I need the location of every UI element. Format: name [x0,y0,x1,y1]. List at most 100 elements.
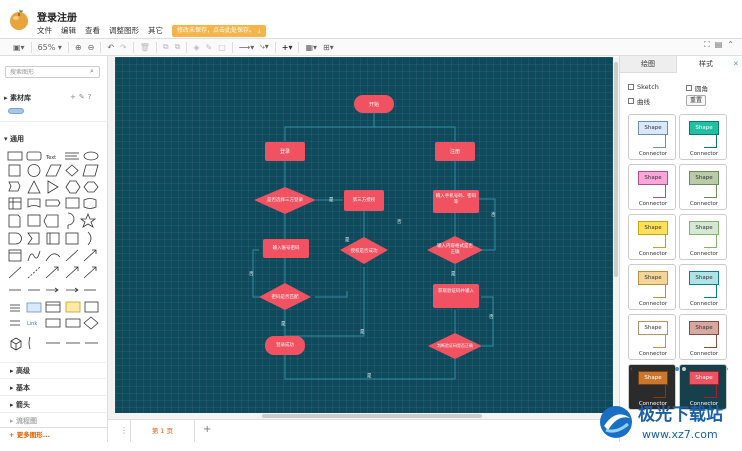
watermark-text: 极光下载站 [638,404,723,425]
page-dot[interactable] [682,367,686,371]
section-basic[interactable]: ▸ 基本 [10,384,30,392]
vertical-scroll-thumb[interactable] [614,62,618,277]
menu-extras[interactable]: 其它 [148,26,163,35]
to-front-icon[interactable]: ⧉ [162,42,169,51]
page-dot-active[interactable] [675,367,679,371]
node-get-code-label[interactable]: 获取验证码并输入 [438,289,474,294]
edge-label-no: 否 [489,315,494,320]
fill-color-icon[interactable]: ◈ [193,42,200,52]
toolbar-divider [132,41,134,53]
checkbox-box[interactable] [628,98,634,104]
reset-style-button[interactable]: 重置 [686,95,706,106]
delete-icon[interactable]: 🗑 [139,42,150,52]
node-auth-success-label[interactable]: 授权是否成功 [350,249,378,254]
section-advanced[interactable]: ▸ 高级 [10,367,30,375]
swatch-connector-label: Connector [638,301,668,307]
general-section-header[interactable]: ▾ 通用 [4,135,24,143]
page-menu-icon[interactable]: ⋮ [120,426,128,435]
menu-file[interactable]: 文件 [37,26,52,35]
shape-search-input[interactable]: 搜索图形 [5,66,100,78]
swatch-connector-label: Connector [689,201,719,207]
scratchpad-shape[interactable] [8,108,24,114]
collapse-icon[interactable]: ⌃ [727,40,734,49]
node-input-phone-label[interactable]: 输入手机号码、密码等 [435,194,477,205]
sketch-checkbox[interactable]: Sketch [628,83,659,91]
checkbox-box[interactable] [628,84,634,90]
document-title[interactable]: 登录注册 [37,13,77,24]
section-arrows[interactable]: ▸ 箭头 [10,401,30,409]
line-color-icon[interactable]: ✎ [205,42,213,52]
search-icon[interactable]: ⌕ [90,67,94,75]
redo-icon[interactable]: ↷ [120,42,127,52]
more-shapes-button[interactable]: + 更多图形... [0,427,108,442]
close-icon[interactable]: ✕ [733,60,739,68]
flowchart-diagram[interactable] [115,57,613,413]
node-login-label[interactable]: 登录 [279,149,290,155]
undo-icon[interactable]: ↶ [107,42,115,52]
fullscreen-icon[interactable]: ⛶ [704,40,710,49]
view-panels-icon[interactable]: ▣▾ [13,42,25,52]
node-choose-third-label[interactable]: 是否选择三方登录 [267,198,303,203]
node-register-label[interactable]: 注册 [449,149,460,155]
to-back-icon[interactable]: ⧉ [174,42,181,51]
node-input-account-label[interactable]: 输入账号密码 [272,246,300,251]
zoom-select[interactable]: 65% ▾ [37,42,62,52]
rounded-checkbox[interactable]: 圆角 [686,83,708,93]
tab-diagram[interactable]: 绘图 [620,56,677,73]
diagram-canvas[interactable]: 开始 登录 注册 是否选择三方登录 第三方授权 输入手机号码、密码等 输入账号密… [115,57,613,413]
zoom-in-icon[interactable]: ⊕ [74,42,82,52]
add-icon[interactable]: + [70,93,76,101]
scratchpad-header[interactable]: ▸ 素材库 [4,94,31,102]
page-tab-1[interactable]: 第 1 页 [130,420,195,442]
node-password-match-label[interactable]: 密码是否匹配 [271,295,299,300]
node-login-success-label[interactable]: 登录成功 [276,343,294,348]
node-start-label[interactable]: 开始 [368,102,379,108]
menu-view[interactable]: 查看 [85,26,100,35]
add-page-icon[interactable]: + [203,424,212,435]
next-icon[interactable]: › [726,365,729,373]
format-panel-icon[interactable]: ▤ [714,40,723,49]
node-code-correct-label[interactable]: 判断验证码是否正确 [437,343,473,348]
general-shapes-grid[interactable]: Text [6,149,102,359]
swatch-connector-line [653,385,666,398]
horizontal-scroll-thumb[interactable] [262,414,482,418]
curved-checkbox[interactable]: 曲线 [628,96,650,106]
edit-icon[interactable]: ✎ [78,93,85,101]
sidebar-splitter[interactable] [108,56,115,419]
shadow-icon[interactable]: ▢ [218,42,226,52]
insert-icon[interactable]: +▾ [281,42,293,52]
rounded-label: 圆角 [695,85,708,93]
table-icon[interactable]: ▦▾ [305,42,318,52]
help-icon[interactable]: ? [87,93,92,101]
menu-arrange[interactable]: 调整图形 [109,26,139,35]
node-format-correct-label[interactable]: 输入内容格式是否正确 [437,244,473,255]
edge-label-no: 否 [249,272,254,277]
connection-style-icon[interactable]: ⟶▾ [238,42,255,52]
menu-edit[interactable]: 编辑 [61,26,76,35]
zoom-out-icon[interactable]: ⊖ [87,42,95,52]
node-third-auth-label[interactable]: 第三方授权 [352,198,376,203]
tab-style[interactable]: 样式 [677,56,735,73]
toolbar-divider [100,41,102,53]
unsaved-notice[interactable]: 修改未保存，点击此处保存。 ⤓ [172,25,266,37]
waypoints-icon[interactable]: ⤷▾ [260,42,269,51]
swatch-shape: Shape [638,271,668,285]
swatch-shape: Shape [638,121,668,135]
section-flowchart[interactable]: ▸ 流程图 [10,417,37,425]
checkbox-box[interactable] [686,85,692,91]
layout-icon[interactable]: ⊞▾ [323,42,334,52]
prev-icon[interactable]: ‹ [630,365,633,373]
